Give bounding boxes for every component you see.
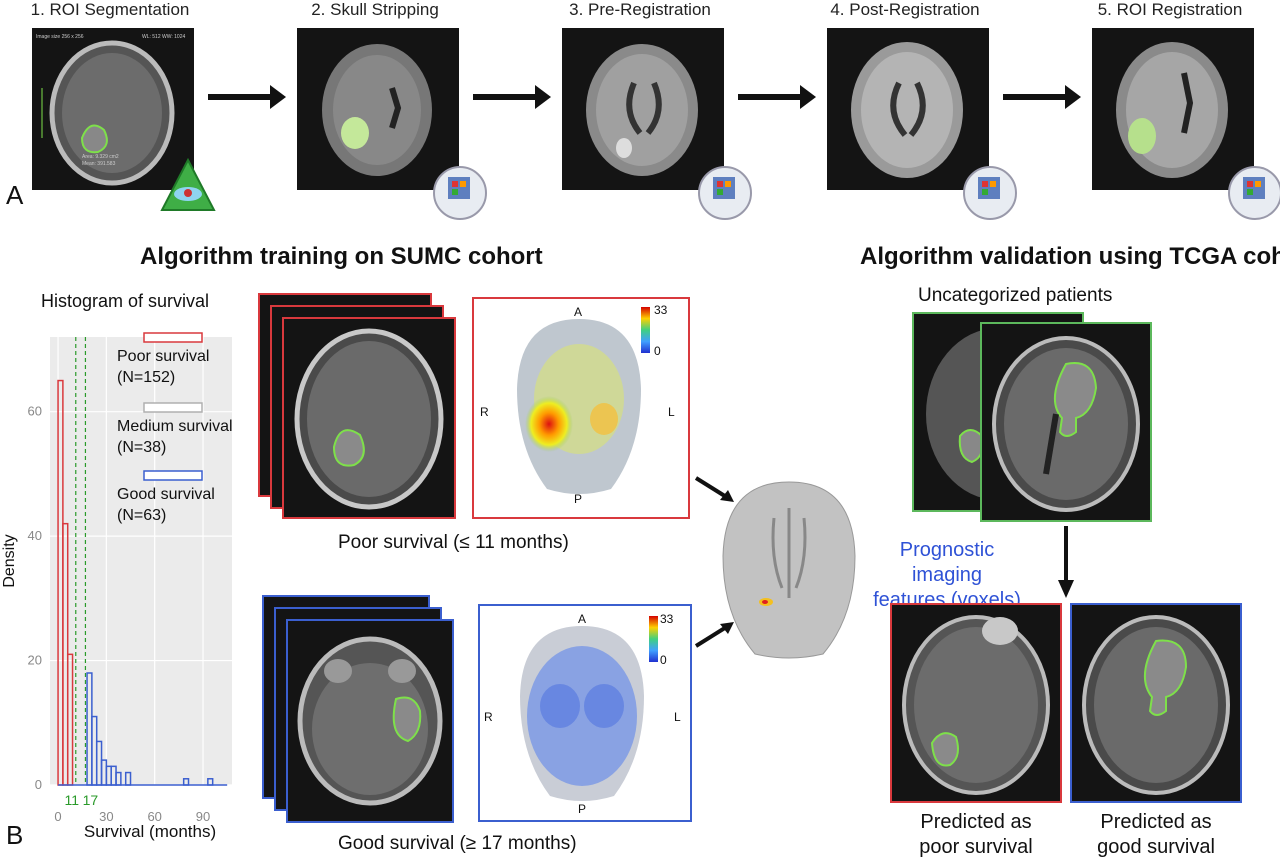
step-4-label: 4. Post-Registration: [830, 0, 980, 19]
threshold-label: 17: [83, 792, 99, 808]
poor-colorbar-max: 33: [654, 303, 668, 317]
poor-survival-caption: Poor survival (≤ 11 months): [338, 532, 569, 553]
good-scan-front: [286, 619, 454, 823]
predicted-poor-line-2: poor survival: [919, 836, 1033, 858]
poor-colorbar: [641, 307, 650, 353]
threshold-label: 11: [64, 792, 79, 808]
panel-b-letter: B: [6, 820, 24, 850]
svg-text:WL: 512 WW: 1024: WL: 512 WW: 1024: [142, 34, 185, 40]
poor-label-right: R: [480, 405, 489, 419]
3d-slicer-logo-2: [697, 165, 753, 226]
training-title: Algorithm training on SUMC cohort: [140, 243, 543, 270]
step-5-label: 5. ROI Registration: [1097, 0, 1243, 19]
prognostic-line-1: Prognostic imaging: [899, 539, 995, 586]
3d-slicer-logo-1: [432, 165, 488, 226]
arrow-4: [1003, 85, 1081, 109]
3d-slicer-logo-4: [1227, 165, 1280, 226]
arrow-1: [208, 85, 286, 109]
legend-swatch: [143, 402, 203, 413]
histogram-title: Histogram of survival: [41, 291, 209, 311]
step-2-label: 2. Skull Stripping: [311, 0, 439, 19]
legend-swatch: [143, 332, 203, 343]
poor-scan-front: [282, 317, 456, 519]
combined-brain-model: [718, 478, 860, 660]
legend-count: (N=63): [117, 507, 166, 524]
good-label-posterior: P: [578, 802, 587, 816]
good-survival-caption: Good survival (≥ 17 months): [338, 833, 577, 854]
y-tick-label: 20: [28, 653, 42, 668]
svg-text:Mean: 391.583: Mean: 391.583: [82, 161, 116, 167]
pre-registration-image: [562, 28, 724, 190]
osirix-logo: [160, 157, 216, 217]
x-axis-label: Survival (months): [84, 822, 216, 841]
predicted-poor-label: Predicted as poor survival: [890, 810, 1062, 860]
predicted-poor-line-1: Predicted as: [920, 811, 1032, 833]
uncategorized-patients-label: Uncategorized patients: [918, 285, 1113, 306]
legend-count: (N=38): [117, 439, 166, 456]
roi-registration-image: [1092, 28, 1254, 190]
down-arrow: [1058, 526, 1074, 598]
skull-stripping-image: [297, 28, 459, 190]
poor-colorbar-min: 0: [654, 344, 661, 358]
predicted-poor-scan: [890, 603, 1062, 803]
good-label-right: R: [484, 710, 493, 724]
uncategorized-scan-front: [980, 322, 1152, 522]
arrow-2: [473, 85, 551, 109]
poor-label-left: L: [668, 405, 675, 419]
x-tick-label: 0: [54, 809, 61, 824]
predicted-good-scan: [1070, 603, 1242, 803]
good-label-anterior: A: [578, 612, 587, 626]
y-tick-label: 0: [35, 777, 42, 792]
arrow-3: [738, 85, 816, 109]
legend-label: Good survival: [117, 486, 215, 503]
3d-slicer-logo-3: [962, 165, 1018, 226]
prognostic-features-label: Prognostic imaging features (voxels): [862, 538, 1032, 613]
step-3-label: 3. Pre-Registration: [569, 0, 711, 19]
good-label-left: L: [674, 710, 681, 724]
panel-a-letter: A: [6, 180, 24, 210]
svg-text:Area: 9.329 cm2: Area: 9.329 cm2: [82, 154, 119, 160]
x-tick-label: 90: [196, 809, 210, 824]
good-colorbar-min: 0: [660, 653, 667, 667]
poor-label-posterior: P: [574, 492, 583, 506]
x-tick-label: 30: [99, 809, 113, 824]
svg-text:Image size 256 x 256: Image size 256 x 256: [36, 34, 84, 40]
merge-arrows: [694, 476, 734, 648]
step-1-label: 1. ROI Segmentation: [30, 0, 190, 19]
good-heatmap-panel: [478, 604, 692, 822]
post-registration-image: [827, 28, 989, 190]
y-tick-label: 60: [28, 404, 42, 419]
good-colorbar-max: 33: [660, 612, 674, 626]
plot-background: [50, 337, 232, 785]
x-tick-label: 60: [147, 809, 161, 824]
predicted-good-line-1: Predicted as: [1100, 811, 1212, 833]
predicted-good-line-2: good survival: [1097, 836, 1215, 858]
y-tick-label: 40: [28, 528, 42, 543]
roi-segmentation-image: Image size 256 x 256 WL: 512 WW: 1024 Ar…: [32, 28, 194, 190]
predicted-good-label: Predicted as good survival: [1070, 810, 1242, 860]
validation-title: Algorithm validation using TCGA cohort: [860, 243, 1280, 270]
y-axis-label: Density: [1, 534, 18, 587]
legend-label: Medium survival: [117, 418, 233, 435]
legend-count: (N=152): [117, 369, 175, 386]
legend-swatch: [143, 470, 203, 481]
poor-heatmap-panel: [472, 297, 690, 519]
legend-label: Poor survival: [117, 348, 209, 365]
poor-label-anterior: A: [574, 305, 583, 319]
good-colorbar: [649, 616, 658, 662]
